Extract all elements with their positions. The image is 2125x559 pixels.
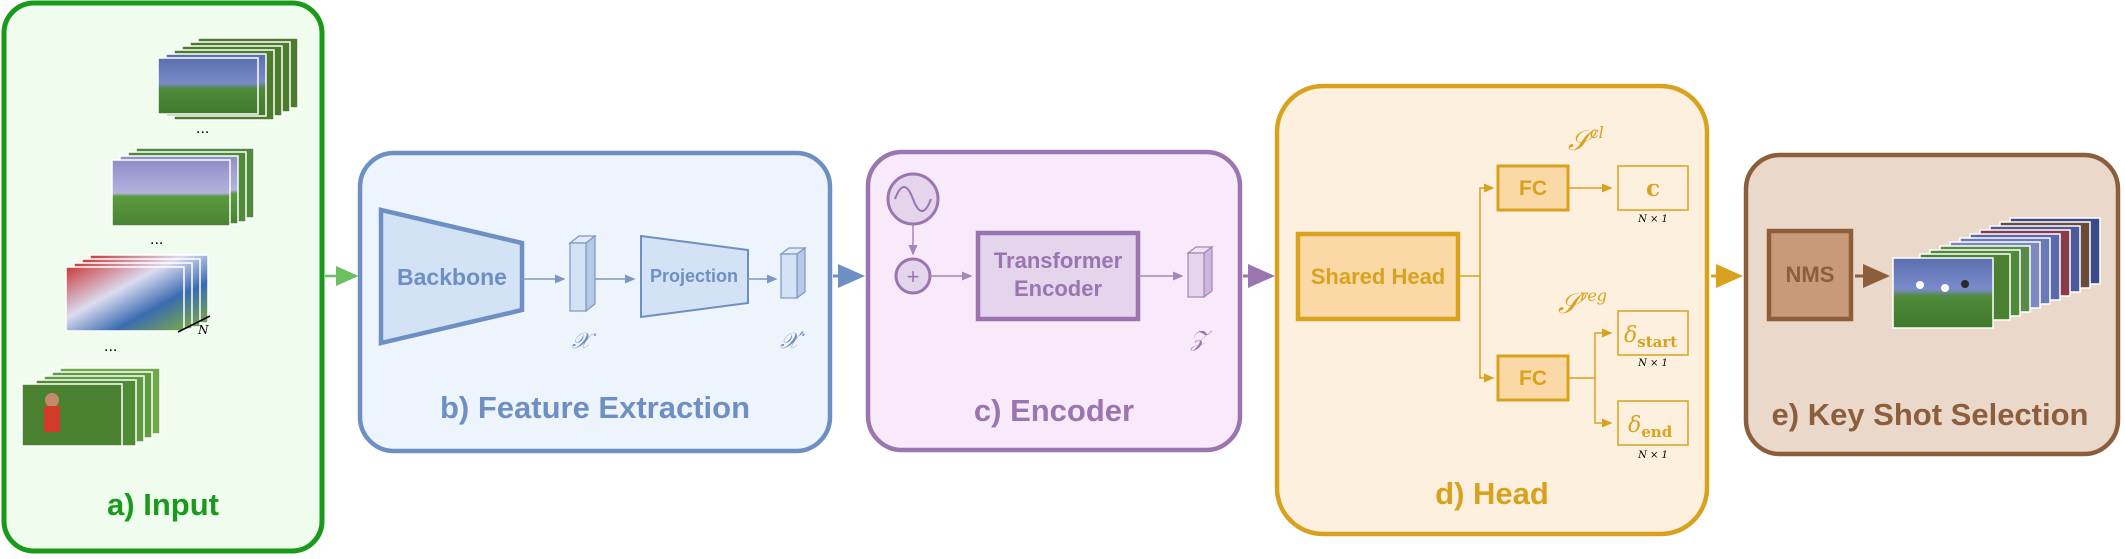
panel-head-title: d) Head bbox=[1435, 476, 1549, 511]
branch-to-fc-reg bbox=[1479, 276, 1495, 383]
transformer-label-line1: Transformer bbox=[994, 248, 1123, 273]
input-ellipsis-3: ... bbox=[104, 338, 117, 355]
selected-frames-stack bbox=[1892, 217, 2101, 329]
n-dimension-label: N bbox=[197, 323, 209, 337]
add-operator-symbol: + bbox=[907, 264, 920, 289]
s-cl-symbol: 𝒮cl bbox=[1568, 123, 1604, 157]
panel-keyshot: NMS e) Key Shot Selection bbox=[1743, 152, 2121, 457]
feature-cuboid-x bbox=[568, 234, 597, 313]
panel-input-title: a) Input bbox=[107, 487, 219, 522]
transformer-label-line2: Encoder bbox=[1014, 276, 1102, 301]
input-ellipsis-1: ... bbox=[196, 120, 209, 137]
frame-stack-4 bbox=[21, 367, 161, 447]
output-delta-end-dim: N × 1 bbox=[1637, 450, 1668, 461]
frame-stack-1 bbox=[157, 37, 299, 121]
output-c-label: c bbox=[1646, 175, 1660, 202]
nms-label: NMS bbox=[1786, 262, 1835, 287]
panel-feature-extraction: Backbone 𝒳 Projection 𝒳′ b) Feature Extr… bbox=[357, 150, 833, 454]
shared-head-label: Shared Head bbox=[1311, 264, 1446, 289]
frame-stack-2 bbox=[111, 147, 255, 227]
output-c-block bbox=[1617, 165, 1689, 211]
branch-to-fc-cls bbox=[1458, 183, 1495, 277]
frame-stack-3: N bbox=[65, 254, 211, 337]
s-reg-symbol: 𝒮reg bbox=[1558, 286, 1607, 320]
output-delta-end-block bbox=[1617, 400, 1689, 446]
projection-label: Projection bbox=[650, 266, 738, 286]
panel-encoder-title: c) Encoder bbox=[974, 393, 1134, 428]
n-dimension-arrow bbox=[177, 315, 211, 333]
backbone-block bbox=[378, 207, 525, 346]
panel-encoder: + Transformer Encoder 𝒵 c) Encoder bbox=[865, 149, 1243, 453]
input-ellipsis-2: ... bbox=[150, 231, 163, 248]
feature-cuboid-z bbox=[1186, 245, 1214, 299]
nms-block bbox=[1766, 228, 1854, 322]
projection-block bbox=[640, 234, 749, 319]
output-delta-start-label: δstart bbox=[1624, 323, 1677, 351]
fc-cls-label: FC bbox=[1519, 177, 1547, 200]
feature-cuboid-x-prime bbox=[779, 246, 807, 300]
panel-feature-title: b) Feature Extraction bbox=[440, 390, 750, 425]
output-c-dim: N × 1 bbox=[1637, 214, 1668, 225]
output-delta-end-label: δend bbox=[1628, 413, 1673, 441]
transformer-encoder-block bbox=[975, 230, 1141, 322]
panel-keyshot-title: e) Key Shot Selection bbox=[1772, 397, 2089, 432]
output-delta-start-block bbox=[1617, 310, 1689, 356]
panel-head-frame bbox=[1274, 83, 1710, 537]
x-prime-symbol: 𝒳′ bbox=[780, 329, 805, 354]
branch-to-delta-start bbox=[1568, 328, 1613, 379]
output-delta-start-dim: N × 1 bbox=[1637, 358, 1668, 369]
backbone-label: Backbone bbox=[397, 264, 507, 290]
panel-head: Shared Head FC 𝒮cl c N × 1 FC 𝒮reg δstar… bbox=[1274, 83, 1710, 537]
positional-encoding-icon bbox=[886, 172, 940, 226]
panel-input: ... ... N ... a) Input bbox=[1, 0, 325, 554]
fc-reg-label: FC bbox=[1519, 367, 1547, 390]
branch-to-delta-end bbox=[1594, 378, 1613, 428]
z-symbol: 𝒵 bbox=[1190, 327, 1213, 352]
